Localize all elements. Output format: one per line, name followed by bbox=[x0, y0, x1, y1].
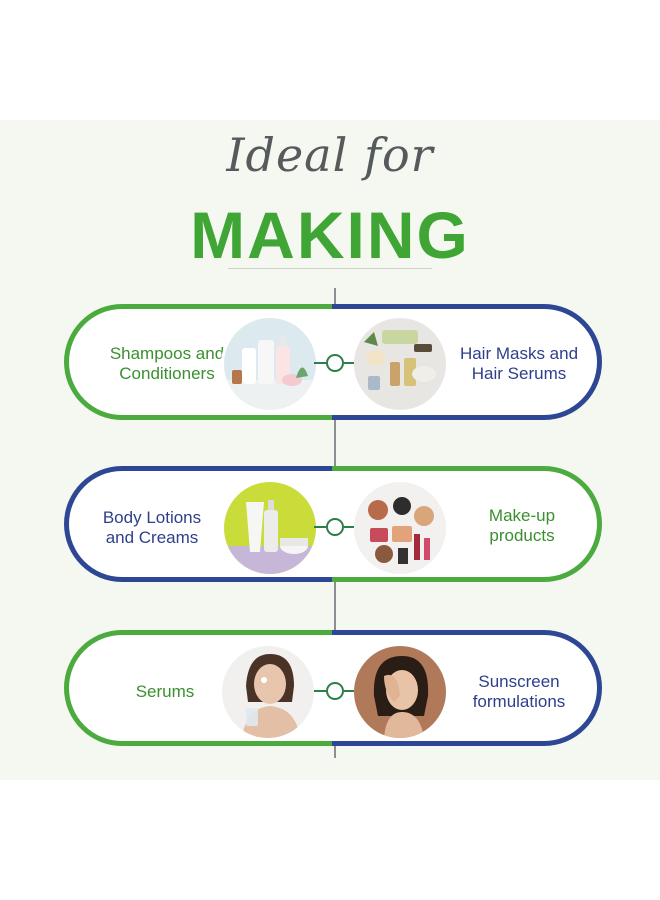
script-title: Ideal for bbox=[226, 128, 434, 182]
shampoo-bottles-photo bbox=[224, 318, 316, 410]
makeup-palette-photo bbox=[354, 482, 446, 574]
serum-vials-photo bbox=[354, 318, 446, 410]
timeline-node bbox=[326, 354, 344, 372]
node-connector bbox=[314, 526, 326, 528]
card-shampoos-label: Shampoos and Conditioners bbox=[109, 344, 225, 383]
woman-serum-photo bbox=[222, 646, 314, 738]
card-serums-label: Serums bbox=[135, 682, 195, 701]
woman-face-photo bbox=[354, 646, 446, 738]
node-connector bbox=[314, 690, 326, 692]
node-connector bbox=[314, 362, 326, 364]
timeline-node bbox=[326, 682, 344, 700]
card-body-lotions-label: Body Lotions and Creams bbox=[102, 508, 202, 547]
card-sunscreen-label: Sunscreen formulations bbox=[472, 672, 566, 711]
card-makeup-label: Make-up products bbox=[488, 506, 556, 545]
lotion-tubes-photo bbox=[224, 482, 316, 574]
node-connector bbox=[344, 362, 354, 364]
node-connector bbox=[344, 526, 354, 528]
main-title: MAKING bbox=[190, 198, 470, 272]
card-hair-masks-label: Hair Masks and Hair Serums bbox=[459, 344, 579, 383]
title-divider bbox=[228, 268, 432, 269]
node-connector bbox=[344, 690, 354, 692]
timeline-node bbox=[326, 518, 344, 536]
